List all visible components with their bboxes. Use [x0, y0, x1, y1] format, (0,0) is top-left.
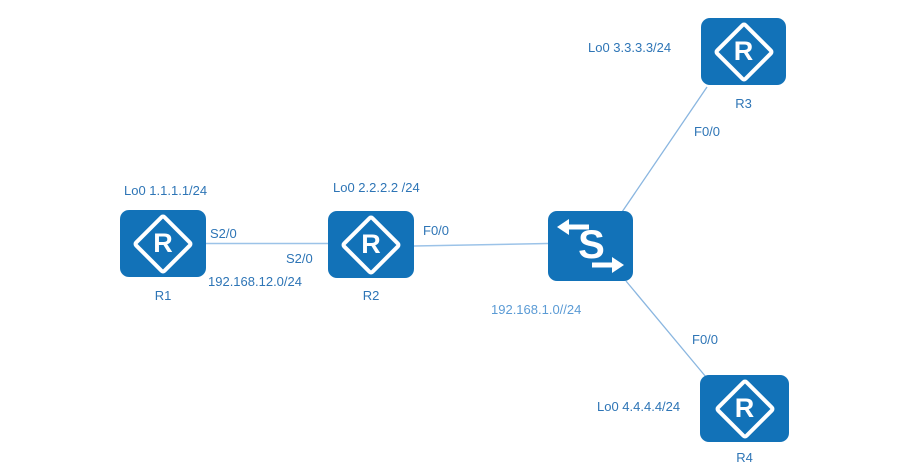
router-r3-letter: R — [733, 36, 754, 66]
r4-interface-label: F0/0 — [692, 332, 719, 347]
r4-loopback-label: Lo0 4.4.4.4/24 — [597, 399, 681, 414]
r3-loopback-label: Lo0 3.3.3.3/24 — [588, 40, 672, 55]
router-r1-letter: R — [153, 228, 173, 258]
router-r2-node[interactable]: R — [328, 211, 414, 278]
r1-loopback-label: Lo0 1.1.1.1/24 — [124, 183, 208, 198]
r2-interface-f00-label: F0/0 — [423, 223, 450, 238]
network-lan-label: 192.168.1.0//24 — [491, 302, 582, 317]
link-r2-switch — [413, 242, 549, 247]
switch-right-arrow-icon — [592, 257, 624, 273]
r1-name-label: R1 — [154, 288, 172, 303]
router-r4-letter: R — [734, 393, 755, 423]
router-r4-node[interactable]: R — [700, 375, 789, 442]
r1-interface-label: S2/0 — [210, 226, 237, 241]
link-switch-r3 — [621, 86, 708, 213]
network-r1-r2-label: 192.168.12.0/24 — [208, 274, 302, 289]
r4-name-label: R4 — [736, 450, 753, 465]
router-r1-node[interactable]: R — [120, 210, 206, 277]
r2-name-label: R2 — [362, 288, 380, 303]
link-switch-r4 — [625, 280, 707, 378]
r3-name-label: R3 — [735, 96, 752, 111]
r2-loopback-label: Lo0 2.2.2.2 /24 — [333, 180, 420, 195]
switch-node[interactable]: S — [548, 211, 633, 281]
r2-interface-s20-label: S2/0 — [286, 251, 313, 266]
switch-left-arrow-icon — [557, 219, 589, 235]
router-r2-letter: R — [361, 229, 381, 259]
router-r3-node[interactable]: R — [701, 18, 786, 85]
switch-letter: S — [578, 223, 605, 267]
r3-interface-label: F0/0 — [694, 124, 721, 139]
